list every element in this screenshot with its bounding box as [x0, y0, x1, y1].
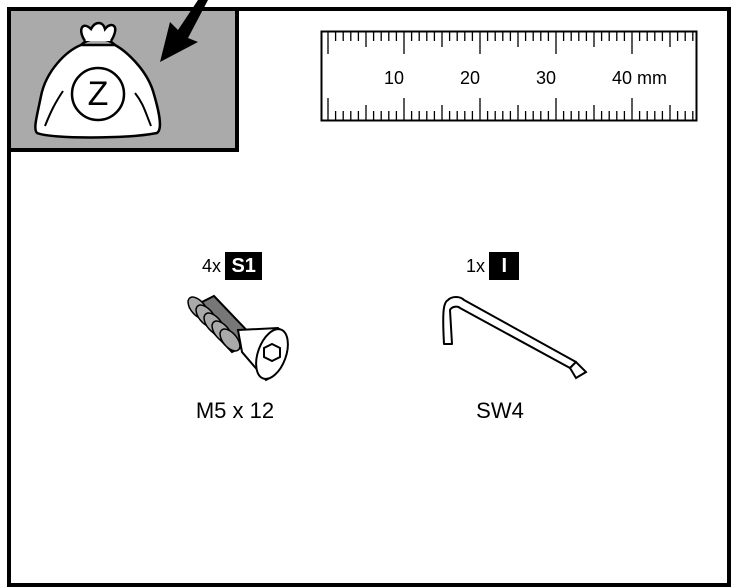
arrow-icon: [160, 0, 208, 62]
ruler-tick-label: 20: [460, 68, 481, 88]
part-name: M5 x 12: [195, 398, 275, 423]
part-code-badge: S1: [225, 252, 262, 280]
ruler-icon: [320, 30, 698, 122]
ruler-tick-label: 10: [384, 68, 405, 88]
bag-letter: Z: [87, 75, 109, 113]
part-quantity-row: 1x I: [466, 252, 520, 280]
part-quantity-row: 4x S1: [202, 252, 262, 280]
part-code-badge: I: [489, 252, 520, 280]
bag-icon: [34, 21, 162, 139]
screw-icon: [187, 294, 289, 382]
ruler-tick-label: 40 mm: [612, 68, 668, 88]
part-quantity: 4x: [202, 256, 222, 276]
part-quantity: 1x: [466, 256, 486, 276]
hex-key-icon: [442, 296, 588, 380]
part-name: SW4: [476, 398, 524, 423]
ruler-tick-label: 30: [536, 68, 557, 88]
bag-panel: Z: [7, 7, 239, 152]
